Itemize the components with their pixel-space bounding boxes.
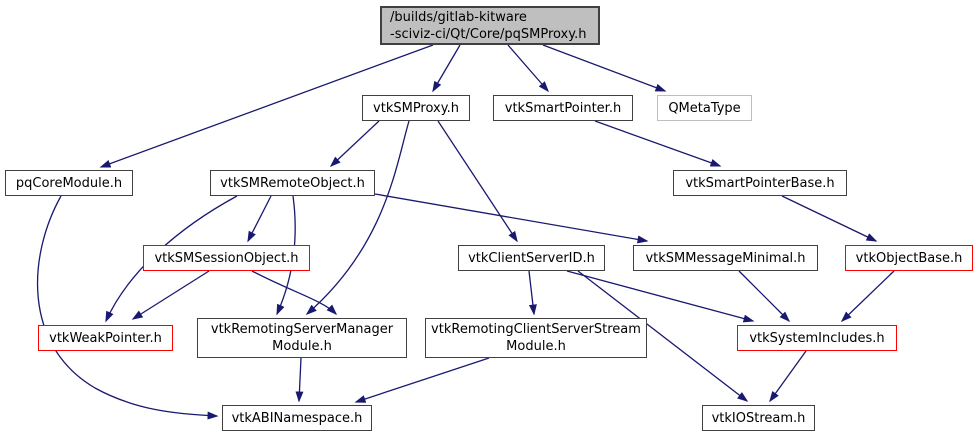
edge-smartptr-smartptrbase — [594, 120, 722, 167]
node-weakptr[interactable]: vtkWeakPointer.h — [38, 325, 173, 351]
node-label: vtkSMProxy.h — [373, 100, 459, 116]
node-label: pqCoreModule.h — [15, 175, 123, 191]
node-label: vtkSMSessionObject.h — [154, 250, 299, 266]
edge-rsmmodule-abinamespace — [295, 357, 304, 403]
node-pqcore[interactable]: pqCoreModule.h — [5, 170, 133, 196]
node-label: vtkWeakPointer.h — [49, 330, 162, 346]
node-iostream[interactable]: vtkIOStream.h — [702, 405, 815, 431]
edge-root-qmetatype — [542, 44, 667, 92]
node-root: /builds/gitlab-kitware-sciviz-ci/Qt/Core… — [380, 6, 600, 45]
node-smproxy[interactable]: vtkSMProxy.h — [362, 95, 470, 121]
node-label: vtkRemotingClientServerStream — [431, 322, 641, 337]
node-sysincludes[interactable]: vtkSystemIncludes.h — [737, 325, 897, 351]
node-label: -sciviz-ci/Qt/Core/pqSMProxy.h — [390, 26, 587, 42]
node-label: vtkSystemIncludes.h — [749, 330, 885, 346]
node-smsession[interactable]: vtkSMSessionObject.h — [143, 245, 310, 271]
edge-root-smproxy — [432, 44, 461, 93]
node-label: vtkABINamespace.h — [231, 410, 363, 426]
node-label: /builds/gitlab-kitware — [390, 9, 527, 25]
edge-objectbase-sysincludes — [840, 270, 895, 323]
edge-smmessage-sysincludes — [738, 270, 791, 323]
node-label: vtkSmartPointer.h — [504, 100, 622, 116]
edge-clientserverid-sysincludes — [566, 270, 755, 323]
node-smartptr[interactable]: vtkSmartPointer.h — [493, 95, 633, 121]
node-smremote[interactable]: vtkSMRemoteObject.h — [210, 170, 375, 196]
edge-rcssmodule-abinamespace — [354, 357, 490, 403]
node-label: vtkObjectBase.h — [855, 250, 963, 266]
edge-smsession-weakptr — [131, 270, 210, 320]
edge-root-smartptr — [507, 44, 549, 93]
edge-smproxy-clientserverid — [437, 120, 518, 243]
edge-smremote-smsession — [247, 195, 272, 243]
node-objectbase[interactable]: vtkObjectBase.h — [845, 245, 973, 271]
edge-root-pqcore — [99, 44, 434, 168]
edge-clientserverid-rcssmodule — [528, 270, 537, 316]
node-label: vtkClientServerID.h — [468, 250, 595, 266]
node-label: vtkSmartPointerBase.h — [685, 175, 835, 191]
node-smmessage[interactable]: vtkSMMessageMinimal.h — [633, 245, 818, 271]
node-label: Module.h — [506, 339, 566, 354]
node-label: vtkRemotingServerManager — [210, 322, 394, 337]
edge-smremote-smmessage — [374, 193, 649, 244]
node-clientserverid[interactable]: vtkClientServerID.h — [458, 245, 605, 271]
edge-smsession-rsmmodule — [251, 270, 338, 316]
node-label: vtkSMRemoteObject.h — [220, 175, 365, 191]
edge-smproxy-smremote — [329, 120, 380, 168]
edge-smartptrbase-objectbase — [781, 195, 878, 242]
edge-pqcore-abinamespace — [36, 195, 219, 420]
node-label: vtkSMMessageMinimal.h — [645, 250, 806, 266]
node-qmetatype: QMetaType — [657, 95, 752, 121]
node-label: Module.h — [272, 339, 332, 354]
node-label: QMetaType — [668, 100, 741, 116]
edge-smproxy-rsmmodule — [305, 120, 410, 315]
node-label: vtkIOStream.h — [711, 410, 806, 426]
node-abinamespace[interactable]: vtkABINamespace.h — [222, 405, 372, 431]
edge-clientserverid-iostream — [577, 270, 749, 402]
node-smartptrbase[interactable]: vtkSmartPointerBase.h — [673, 170, 847, 196]
edge-sysincludes-iostream — [769, 350, 807, 403]
